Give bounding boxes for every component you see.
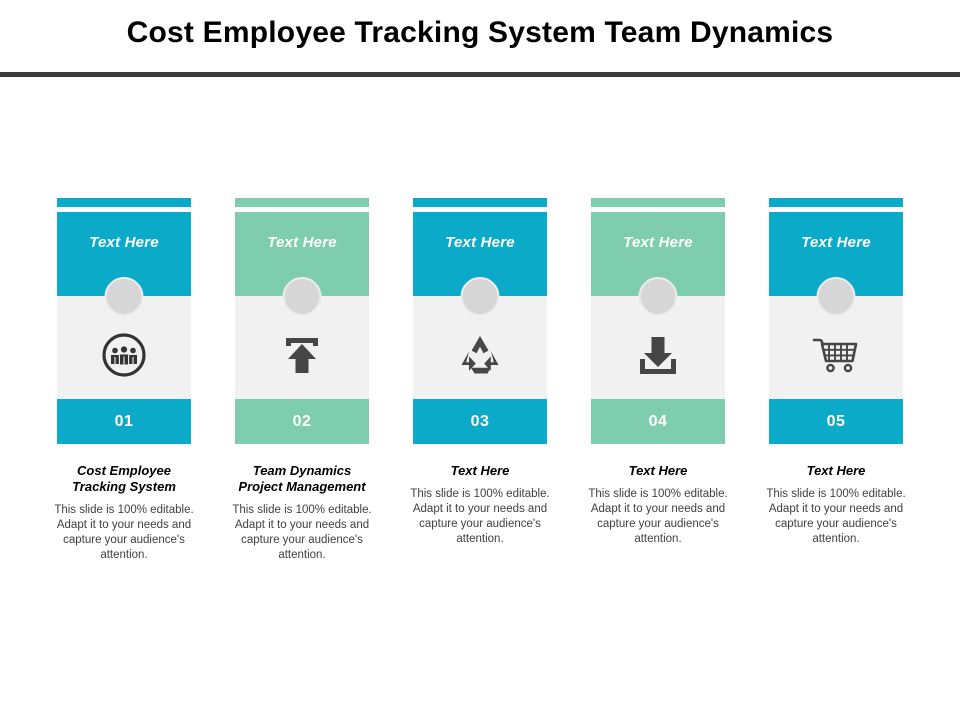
- caption-body: This slide is 100% editable. Adapt it to…: [588, 487, 728, 545]
- card-number-band: 03: [413, 399, 547, 444]
- card-bubble-circle: [816, 277, 856, 316]
- caption-heading: Team Dynamics Project Management: [238, 463, 366, 494]
- card-04[interactable]: Text Here 04 Text Here This slide is 100…: [588, 198, 728, 598]
- card-top-accent-bar: [235, 198, 369, 207]
- download-arrow-icon: [632, 329, 684, 381]
- card-top-accent-bar: [591, 198, 725, 207]
- card-bubble-circle: [638, 277, 678, 316]
- card-05[interactable]: Text Here: [766, 198, 906, 598]
- team-people-circle-icon: [98, 329, 150, 381]
- card-header: Text Here: [413, 212, 547, 316]
- card-header: Text Here: [591, 212, 725, 316]
- card-number-band: 05: [769, 399, 903, 444]
- card-top-accent-bar: [769, 198, 903, 207]
- caption-body: This slide is 100% editable. Adapt it to…: [410, 487, 550, 545]
- card-header: Text Here: [57, 212, 191, 316]
- card-header-label: Text Here: [89, 234, 159, 251]
- card-top-gap: [769, 207, 903, 212]
- card-caption: Text Here This slide is 100% editable. A…: [585, 463, 731, 547]
- card-caption: Text Here This slide is 100% editable. A…: [763, 463, 909, 547]
- card-header-label: Text Here: [801, 234, 871, 251]
- caption-body: This slide is 100% editable. Adapt it to…: [232, 503, 372, 561]
- caption-heading: Text Here: [450, 463, 510, 478]
- card-bubble-circle: [104, 277, 144, 316]
- caption-body: This slide is 100% editable. Adapt it to…: [766, 487, 906, 545]
- card-top-gap: [591, 207, 725, 212]
- card-header: Text Here: [235, 212, 369, 316]
- card-top-gap: [413, 207, 547, 212]
- caption-body: This slide is 100% editable. Adapt it to…: [54, 503, 194, 561]
- card-top-accent-bar: [413, 198, 547, 207]
- caption-heading: Text Here: [806, 463, 866, 478]
- upload-arrow-icon: [276, 329, 328, 381]
- caption-heading: Cost Employee Tracking System: [72, 463, 176, 494]
- card-number-band: 01: [57, 399, 191, 444]
- card-caption: Text Here This slide is 100% editable. A…: [407, 463, 553, 547]
- recycle-icon: [454, 329, 506, 381]
- title-divider-rule: [0, 72, 960, 77]
- card-number-band: 02: [235, 399, 369, 444]
- card-caption: Cost Employee Tracking System This slide…: [51, 463, 197, 562]
- card-header-label: Text Here: [623, 234, 693, 251]
- card-caption: Team Dynamics Project Management This sl…: [229, 463, 375, 562]
- card-number-band: 04: [591, 399, 725, 444]
- card-01[interactable]: Text Here: [54, 198, 194, 598]
- card-top-gap: [57, 207, 191, 212]
- card-top-gap: [235, 207, 369, 212]
- card-header-label: Text Here: [267, 234, 337, 251]
- card-top-accent-bar: [57, 198, 191, 207]
- card-02[interactable]: Text Here 02 Team Dynam: [232, 198, 372, 598]
- card-icon-panel: [57, 296, 191, 399]
- card-bubble-circle: [282, 277, 322, 316]
- card-icon-panel: [769, 296, 903, 399]
- card-header: Text Here: [769, 212, 903, 316]
- shopping-cart-icon: [810, 329, 862, 381]
- card-header-label: Text Here: [445, 234, 515, 251]
- caption-heading: Text Here: [628, 463, 688, 478]
- card-bubble-circle: [460, 277, 500, 316]
- card-row: Text Here: [54, 198, 906, 598]
- page-title: Cost Employee Tracking System Team Dynam…: [126, 16, 834, 49]
- card-03[interactable]: Text Here 03 Text Here: [410, 198, 550, 598]
